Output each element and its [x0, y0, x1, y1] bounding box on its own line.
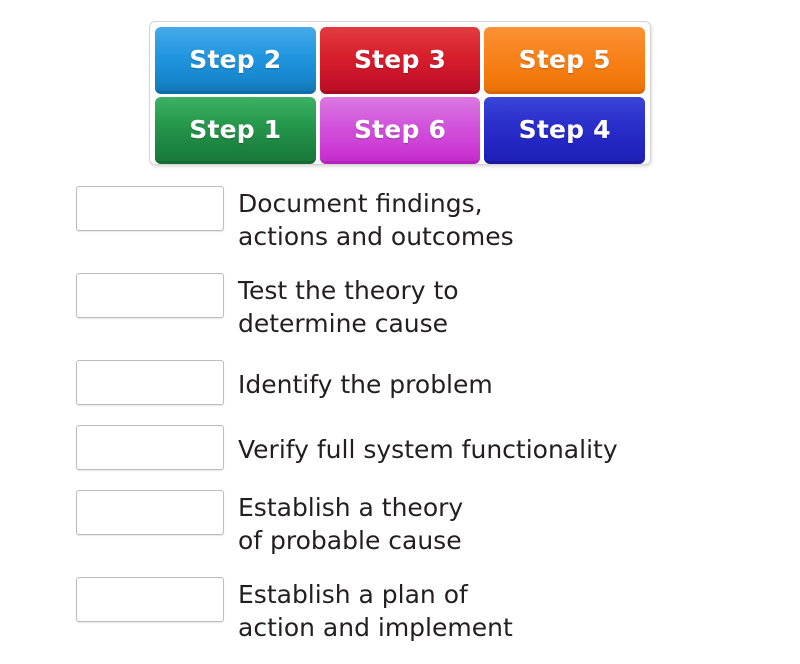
answer-list: Document findings, actions and outcomes …	[76, 186, 776, 664]
tile-row-bottom: Step 1 Step 6 Step 4	[155, 97, 646, 164]
answer-label: Test the theory to determine cause	[238, 276, 459, 338]
tile-step-6[interactable]: Step 6	[319, 97, 481, 164]
answer-row: Test the theory to determine cause	[76, 273, 776, 340]
answer-label: Document findings, actions and outcomes	[238, 189, 514, 251]
tile-row-top: Step 2 Step 3 Step 5	[155, 27, 646, 94]
drop-slot[interactable]	[76, 273, 224, 318]
tile-step-4[interactable]: Step 4	[484, 97, 646, 164]
answer-row: Document findings, actions and outcomes	[76, 186, 776, 253]
drop-slot[interactable]	[76, 425, 224, 470]
answer-label: Establish a theory of probable cause	[238, 493, 464, 555]
tile-step-2[interactable]: Step 2	[155, 27, 316, 94]
tile-label: Step 2	[189, 44, 282, 74]
answer-row: Establish a plan of action and implement	[76, 577, 776, 644]
tile-bank: Step 2 Step 3 Step 5 Step 1 Step 6 Step …	[149, 21, 651, 165]
tile-step-1[interactable]: Step 1	[155, 97, 316, 164]
tile-label: Step 6	[353, 114, 447, 144]
tile-label: Step 3	[353, 44, 447, 74]
answer-label: Identify the problem	[238, 370, 493, 399]
tile-label: Step 4	[518, 114, 611, 144]
tile-step-5[interactable]: Step 5	[484, 27, 646, 94]
tile-label: Step 1	[189, 114, 282, 144]
answer-row: Identify the problem	[76, 360, 776, 405]
tile-label: Step 5	[518, 44, 611, 74]
tile-step-3[interactable]: Step 3	[319, 27, 481, 94]
answer-row: Establish a theory of probable cause	[76, 490, 776, 557]
answer-row: Verify full system functionality	[76, 425, 776, 470]
drop-slot[interactable]	[76, 490, 224, 535]
drop-slot[interactable]	[76, 186, 224, 231]
answer-label: Verify full system functionality	[238, 435, 618, 464]
answer-label: Establish a plan of action and implement	[238, 580, 513, 642]
drop-slot[interactable]	[76, 360, 224, 405]
